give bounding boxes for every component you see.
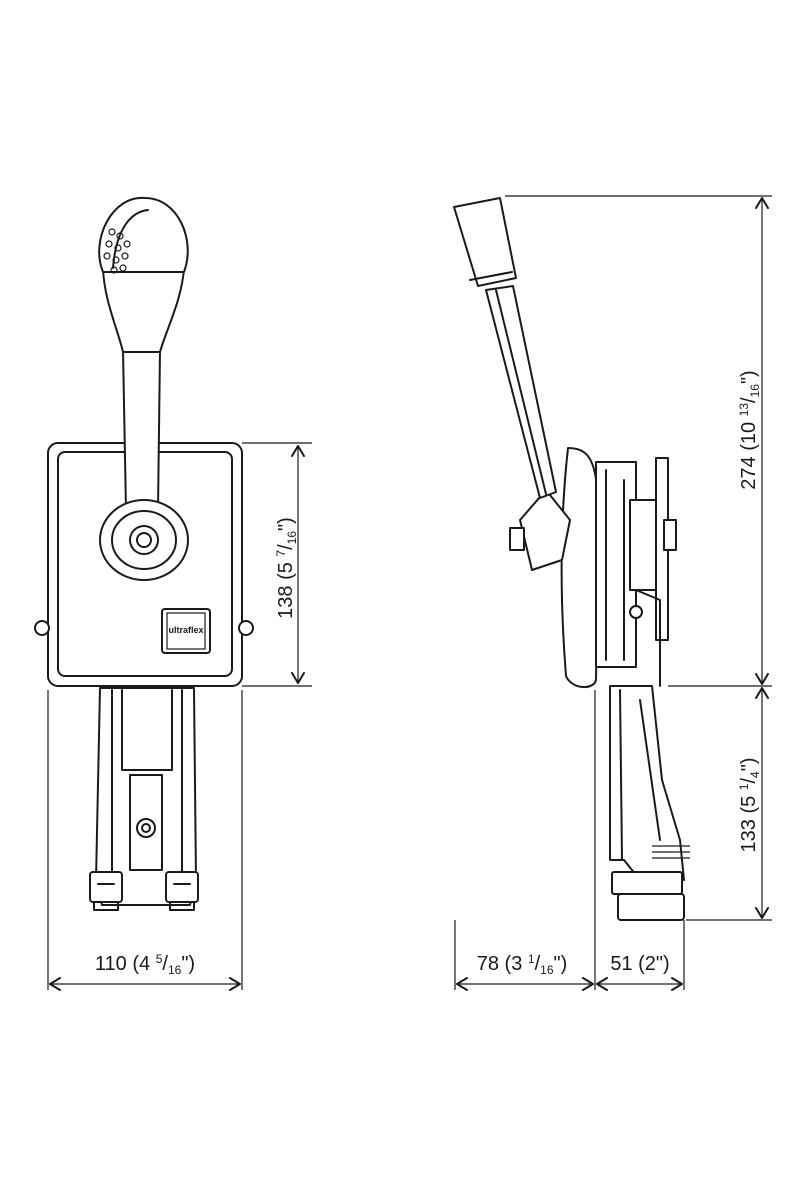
side-total-height-label: 274 (10 13/16") — [737, 370, 762, 489]
side-total-height-dimension: 274 (10 13/16") — [737, 197, 769, 685]
front-width-label: 110 (4 5/16") — [95, 952, 195, 977]
side-view: 274 (10 13/16") 133 (5 1/4") 78 (3 1/16"… — [453, 195, 772, 991]
front-lever — [98, 196, 189, 581]
front-view: ultraflex 138 (5 7/16") 110 (4 5/16") — [34, 196, 312, 991]
front-height-dimension: 138 (5 7/16") — [242, 442, 312, 687]
side-depth-dimensions: 78 (3 1/16") 51 (2") — [454, 690, 685, 991]
front-mount-bracket — [89, 687, 199, 911]
side-lower-height-dimension: 133 (5 1/4") — [737, 687, 769, 919]
front-width-dimension: 110 (4 5/16") — [47, 690, 243, 991]
brand-logo: ultraflex — [168, 625, 203, 635]
side-lever — [453, 197, 571, 571]
front-height-label: 138 (5 7/16") — [274, 517, 299, 619]
front-logo-plate: ultraflex — [161, 608, 211, 654]
side-front-depth-label: 78 (3 1/16") — [477, 952, 568, 977]
side-mount-bracket — [609, 685, 690, 921]
side-rear-depth-label: 51 (2") — [610, 953, 669, 975]
side-housing — [560, 447, 677, 688]
side-lower-height-label: 133 (5 1/4") — [737, 758, 762, 853]
